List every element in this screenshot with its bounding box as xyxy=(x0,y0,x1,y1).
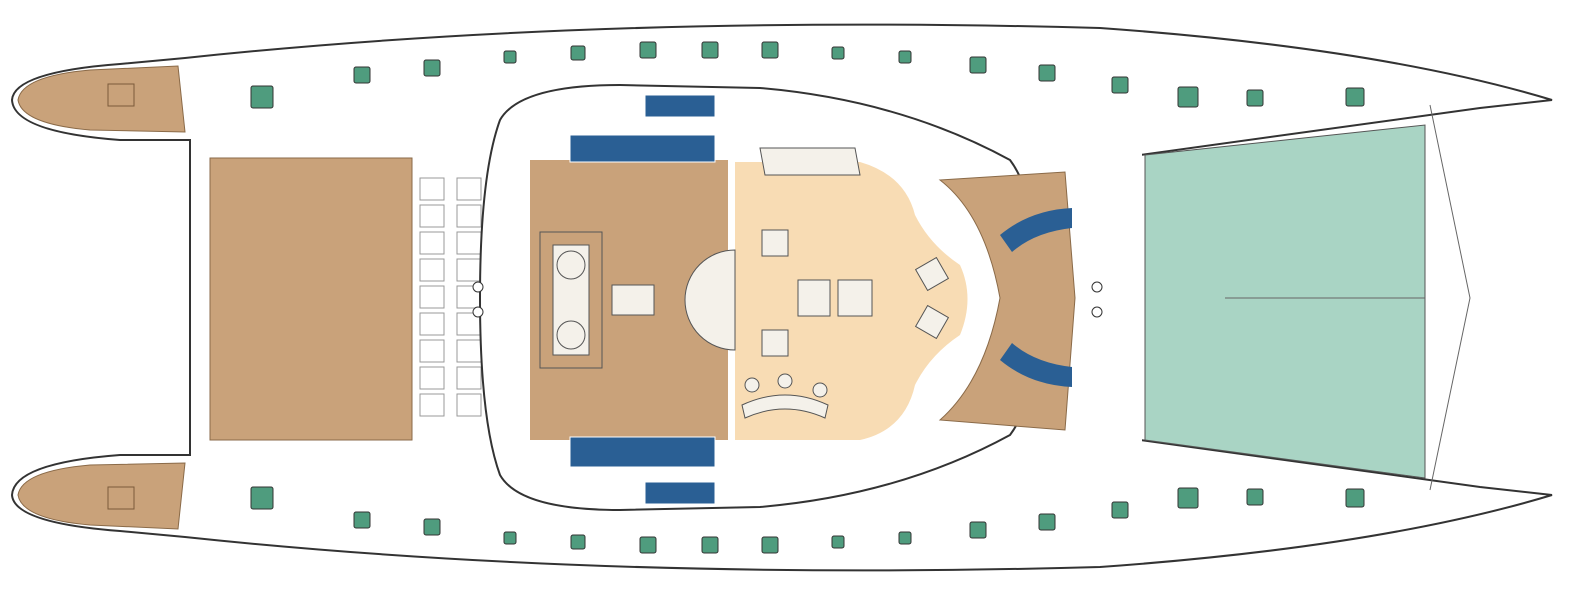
square-hatch-icon xyxy=(969,521,987,539)
cushion xyxy=(644,94,716,118)
square-hatch-icon xyxy=(353,66,371,84)
square-hatch-icon xyxy=(250,85,274,109)
square-hatch-icon xyxy=(831,535,845,549)
deck-locker xyxy=(419,177,445,201)
deck-locker xyxy=(419,339,445,363)
square-hatch-icon xyxy=(701,536,719,554)
square-hatch-icon xyxy=(639,41,657,59)
square-hatch-icon xyxy=(761,41,779,59)
square-hatch-icon xyxy=(898,531,912,545)
port-stern-hatch xyxy=(107,83,135,107)
bar-stool xyxy=(812,382,828,398)
winch-icon xyxy=(472,281,484,293)
port-stern-scoop xyxy=(17,65,186,133)
winch-icon xyxy=(1091,281,1103,293)
forward-cockpit-seat-top xyxy=(1000,208,1072,252)
deck-locker xyxy=(419,393,445,417)
square-hatch-icon xyxy=(1177,487,1199,509)
aft-cockpit-teak xyxy=(209,157,413,441)
deck-locker xyxy=(419,258,445,282)
forward-cockpit-seat-bottom xyxy=(1000,343,1072,387)
square-hatch-icon xyxy=(1246,488,1264,506)
deck-locker xyxy=(419,366,445,390)
deck-locker xyxy=(456,339,482,363)
aft-deck-lockers xyxy=(419,177,482,417)
cushion xyxy=(569,436,716,468)
deck-locker xyxy=(456,204,482,228)
deck-locker xyxy=(419,312,445,336)
square-hatch-icon xyxy=(898,50,912,64)
lounge-sofa-top xyxy=(759,147,861,176)
square-hatch-icon xyxy=(1177,86,1199,108)
square-hatch-icon xyxy=(1038,64,1056,82)
square-hatch-icon xyxy=(639,536,657,554)
bar-counter xyxy=(741,394,829,419)
winch-icon xyxy=(1091,306,1103,318)
cushion xyxy=(569,134,716,163)
coffee-table xyxy=(837,279,873,317)
deck-locker xyxy=(456,393,482,417)
deck-locker xyxy=(419,231,445,255)
square-hatch-icon xyxy=(701,41,719,59)
square-hatch-icon xyxy=(570,534,586,550)
deck-locker xyxy=(419,285,445,309)
square-hatch-icon xyxy=(423,518,441,536)
square-hatch-icon xyxy=(1111,501,1129,519)
deck-locker xyxy=(456,231,482,255)
dining-chair xyxy=(556,250,586,280)
square-hatch-icon xyxy=(570,45,586,61)
square-hatch-icon xyxy=(1038,513,1056,531)
deck-locker xyxy=(456,366,482,390)
square-hatch-icon xyxy=(1111,76,1129,94)
winch-icon xyxy=(472,306,484,318)
furniture xyxy=(539,147,950,419)
bar-stool xyxy=(744,377,760,393)
deck-locker xyxy=(456,177,482,201)
square-hatch-icon xyxy=(1345,87,1365,107)
square-hatch-icon xyxy=(1246,89,1264,107)
bar-stool xyxy=(777,373,793,389)
deck-locker xyxy=(456,258,482,282)
trampoline xyxy=(1144,124,1426,479)
cushion xyxy=(644,481,716,505)
square-hatch-icon xyxy=(503,531,517,545)
dining-bench xyxy=(539,231,603,369)
square-hatch-icon xyxy=(423,59,441,77)
armchair xyxy=(761,229,789,257)
square-hatch-icon xyxy=(761,536,779,554)
hatches xyxy=(250,41,1365,554)
square-hatch-icon xyxy=(831,46,845,60)
armchair xyxy=(914,304,950,340)
winches xyxy=(472,281,1103,318)
helm-seat xyxy=(611,284,655,316)
starboard-stern-scoop xyxy=(17,462,186,530)
dining-chair xyxy=(556,320,586,350)
starboard-stern-hatch xyxy=(107,486,135,510)
forestay-lines xyxy=(1429,104,1471,491)
spiral-stair xyxy=(684,249,736,351)
square-hatch-icon xyxy=(1345,488,1365,508)
ottoman xyxy=(797,279,831,317)
square-hatch-icon xyxy=(250,486,274,510)
square-hatch-icon xyxy=(353,511,371,529)
square-hatch-icon xyxy=(503,50,517,64)
armchair xyxy=(761,329,789,357)
armchair xyxy=(914,256,950,292)
square-hatch-icon xyxy=(969,56,987,74)
deck-locker xyxy=(419,204,445,228)
